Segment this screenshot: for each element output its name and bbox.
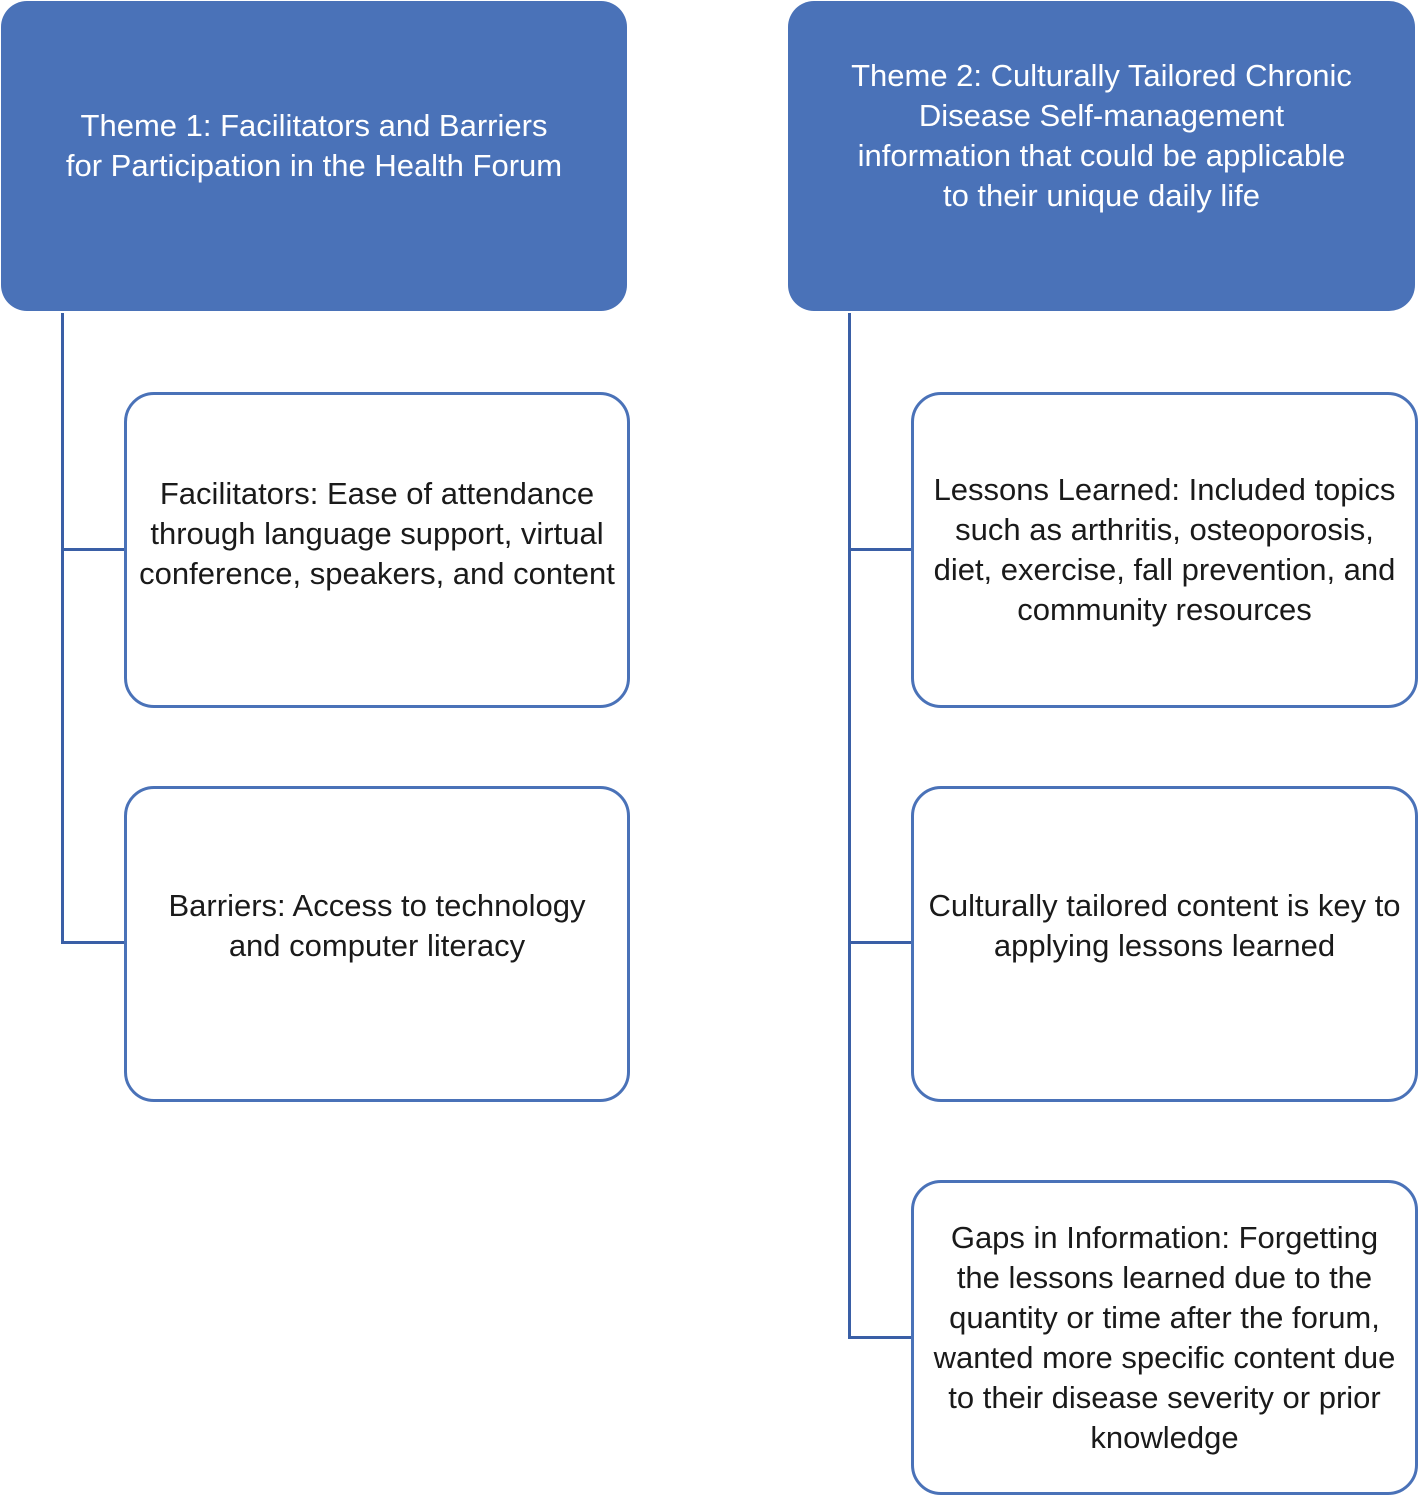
barriers-text: Barriers: Access to technology and compu… bbox=[168, 888, 586, 963]
theme-1-box: Theme 1: Facilitators and Barriers for P… bbox=[1, 1, 627, 311]
facilitators-box: Facilitators: Ease of attendance through… bbox=[124, 392, 630, 708]
barriers-box: Barriers: Access to technology and compu… bbox=[124, 786, 630, 1102]
gaps-in-information-text: Gaps in Information: Forgetting the less… bbox=[933, 1219, 1396, 1455]
theme-2-branch-connector bbox=[848, 1336, 912, 1339]
theme-1-title: Theme 1: Facilitators and Barriers for P… bbox=[65, 108, 563, 183]
theme-1-branch-connector bbox=[61, 941, 125, 944]
theme-2-box: Theme 2: Culturally Tailored Chronic Dis… bbox=[788, 1, 1415, 311]
theme-2-branch-connector bbox=[848, 548, 912, 551]
theme-2-trunk-connector bbox=[848, 313, 851, 1339]
theme-2-branch-connector bbox=[848, 941, 912, 944]
culturally-tailored-text: Culturally tailored content is key to ap… bbox=[928, 888, 1401, 963]
facilitators-text: Facilitators: Ease of attendance through… bbox=[139, 476, 615, 591]
theme-1-trunk-connector bbox=[61, 313, 64, 944]
lessons-learned-box: Lessons Learned: Included topics such as… bbox=[911, 392, 1418, 708]
theme-2-title: Theme 2: Culturally Tailored Chronic Dis… bbox=[851, 58, 1352, 213]
theme-1-branch-connector bbox=[61, 548, 125, 551]
gaps-in-information-box: Gaps in Information: Forgetting the less… bbox=[911, 1180, 1418, 1495]
lessons-learned-text: Lessons Learned: Included topics such as… bbox=[933, 472, 1396, 627]
culturally-tailored-box: Culturally tailored content is key to ap… bbox=[911, 786, 1418, 1102]
